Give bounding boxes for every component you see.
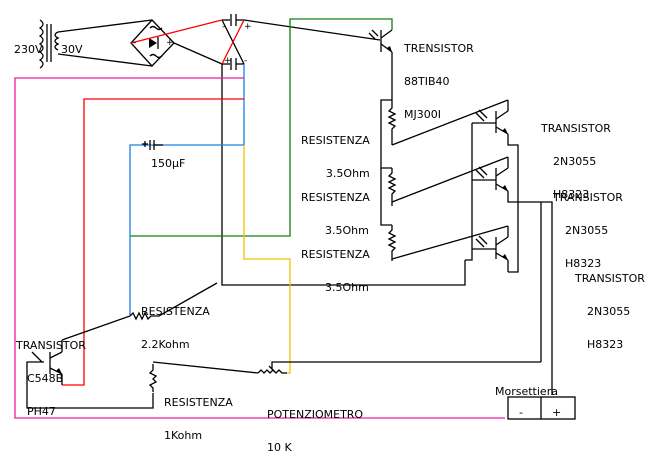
terminal-block-label: Morsettiera — [495, 385, 558, 398]
resistor-1k-label: RESISTENZA 1Kohm — [164, 396, 233, 442]
small-transistor-label: TRANSISTOR C548B PH47 — [16, 339, 86, 418]
resistor-label-3: RESISTENZA 3.5Ohm — [301, 248, 370, 294]
circuit-schematic — [14, 14, 576, 420]
resistor-label-2: RESISTENZA 3.5Ohm — [301, 191, 370, 237]
cap2-minus-label: - — [244, 56, 248, 66]
yellow-wire — [243, 145, 291, 374]
power-transistors — [271, 100, 553, 395]
resistor-1k — [148, 361, 259, 392]
potentiometer-label: POTENZIOMETRO 10 K — [267, 408, 364, 454]
transformer-symbol — [38, 19, 153, 69]
power-transistor-label-3: TRANSISTOR 2N3055 H8323 — [575, 272, 645, 351]
resistor-2k2 — [61, 282, 218, 341]
ground-rail — [221, 64, 466, 286]
transformer-primary-label: 230V — [14, 43, 43, 56]
bridge-minus-label: - — [133, 38, 137, 48]
diode-icon — [149, 38, 157, 48]
terminal-minus-label: - — [519, 406, 523, 419]
power-transistor-label-1: TRANSISTOR 2N3055 H8323 — [541, 122, 611, 201]
capacitor-150uf — [142, 140, 163, 150]
resistor-2k2-label: RESISTENZA 2.2Kohm — [141, 305, 210, 351]
blue-wire — [129, 64, 245, 315]
smoothing-capacitors — [221, 14, 381, 70]
potentiometer-symbol — [257, 365, 287, 374]
main-transistor-symbol — [368, 29, 393, 100]
power-transistor-label-2: TRANSISTOR 2N3055 H8323 — [553, 191, 623, 270]
green-wire — [130, 18, 393, 237]
red-wire-bridge — [130, 19, 223, 44]
emitter-resistors — [380, 99, 509, 261]
main-transistor-label: TRENSISTOR 88TIB40 MJ300I — [404, 42, 474, 121]
transformer-secondary-label: 30V — [61, 43, 83, 56]
small-transistor-symbol — [26, 340, 154, 409]
bridge-rectifier — [130, 19, 223, 67]
cap1-minus-label: - — [222, 22, 226, 32]
cap1-plus-label: + — [244, 22, 252, 32]
resistor-label-1: RESISTENZA 3.5Ohm — [301, 134, 370, 180]
terminal-block — [507, 396, 576, 420]
bridge-plus-label: + — [166, 38, 174, 48]
terminal-plus-label: + — [552, 406, 562, 419]
cap2-plus-label: + — [224, 56, 232, 66]
pink-wire — [14, 77, 505, 419]
red-wire — [62, 98, 244, 386]
capacitor-value-label: 150µF — [151, 157, 186, 170]
